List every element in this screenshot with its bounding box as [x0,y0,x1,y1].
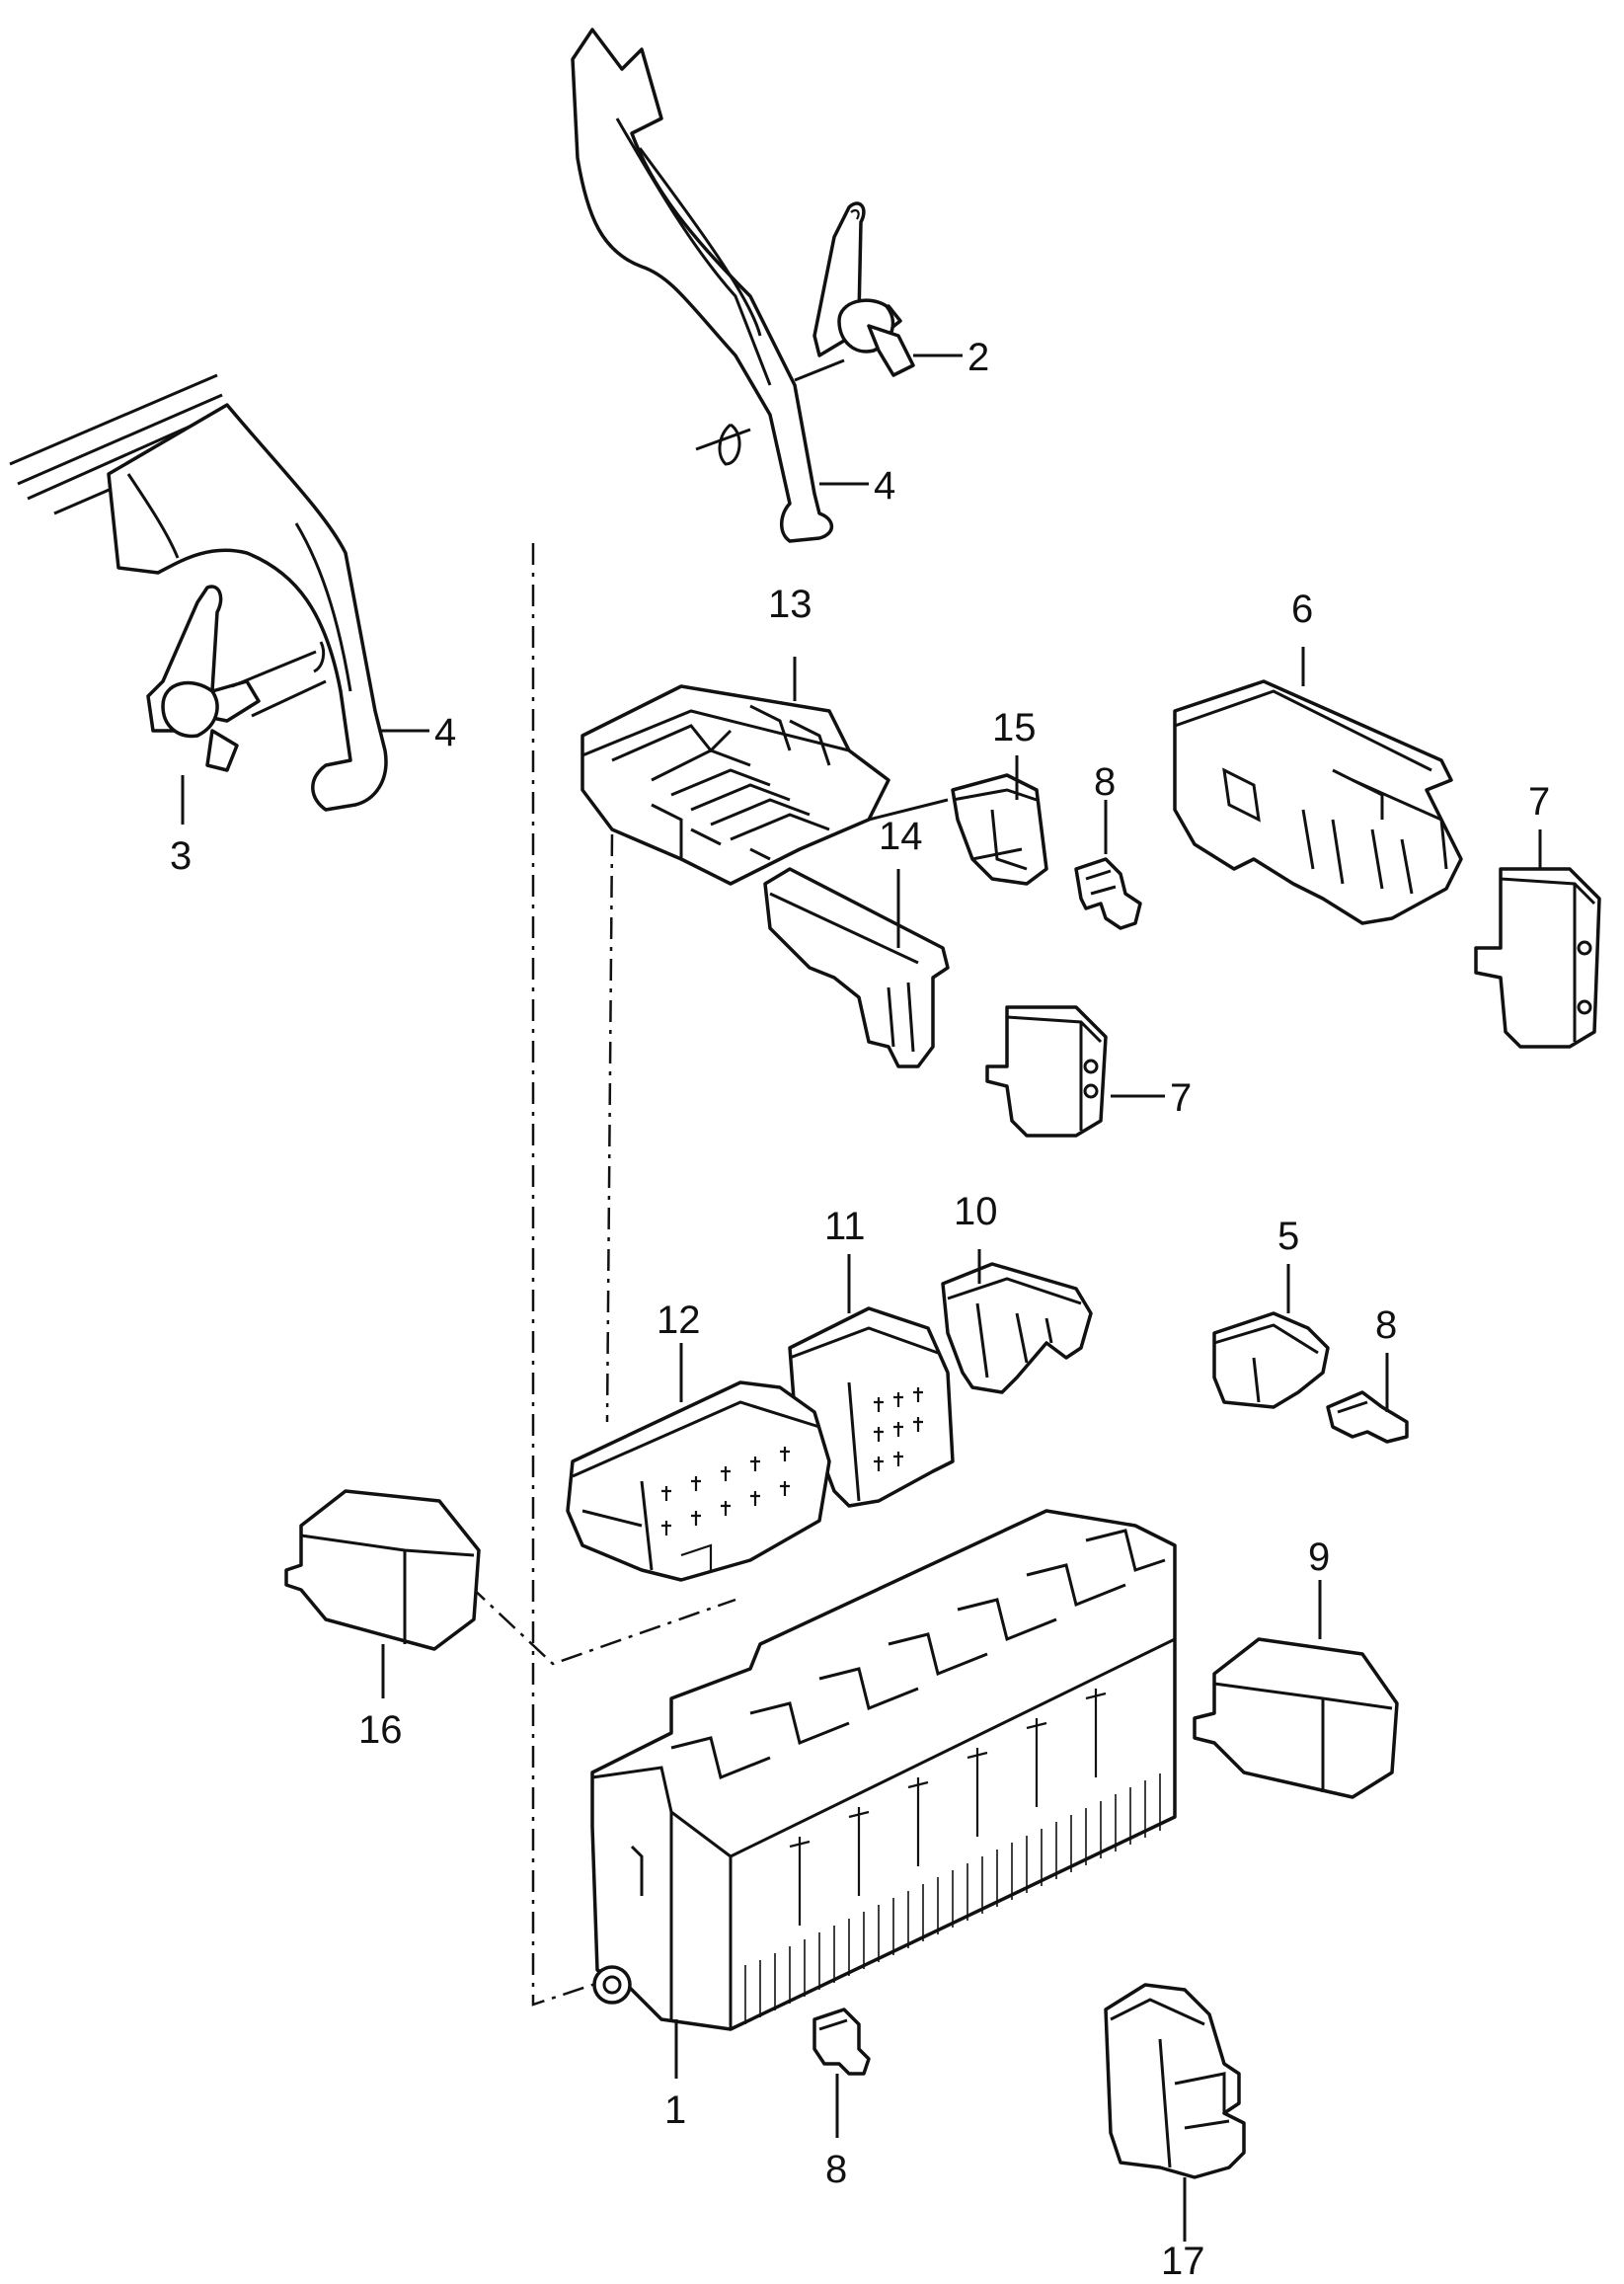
callout-12: 12 [657,1299,701,1342]
callout-10: 10 [954,1190,998,1233]
callout-7a: 7 [1528,780,1550,824]
relay-housing-6 [1173,679,1463,925]
upper-clip-part [794,201,915,382]
assembly-line-mid [468,1584,736,1666]
callout-8c: 8 [825,2148,847,2191]
callout-6: 6 [1291,588,1313,631]
callout-15: 15 [992,706,1037,749]
relay-16 [284,1489,481,1651]
relay-socket-13 [580,684,949,886]
callout-8b: 8 [1375,1303,1397,1347]
connector-5 [1212,1311,1330,1409]
callout-2: 2 [967,336,989,379]
callout-14: 14 [879,815,923,858]
callout-11: 11 [824,1205,866,1248]
callout-4b: 4 [434,711,456,754]
connector-14 [763,867,950,1068]
assembly-line-connector [605,833,614,1423]
callout-7b: 7 [1170,1076,1192,1120]
callout-13: 13 [768,583,812,626]
callout-17: 17 [1161,2240,1205,2283]
terminal-8-bottom [812,2008,871,2076]
connector-block-12 [566,1380,831,1582]
callout-4a: 4 [874,464,895,508]
callout-8a: 8 [1094,760,1116,804]
upper-bracket-part [571,28,834,543]
connector-cap-17 [1104,1983,1246,2179]
relay-9 [1193,1637,1399,1799]
callout-5: 5 [1277,1215,1299,1258]
callout-1: 1 [664,2088,686,2132]
terminal-8-mid [1326,1390,1409,1444]
callout-labels: 2 4 4 3 13 15 8 14 6 7 7 10 11 5 8 12 16… [170,336,1550,2283]
housing-clip-10 [941,1262,1093,1394]
relay-carrier-1 [590,1509,1177,2031]
left-bracket-part [9,373,388,812]
callout-9: 9 [1308,1536,1330,1579]
contact-15 [951,773,1048,886]
leader-lines [181,354,1542,2242]
terminal-8-upper [1074,857,1142,930]
fuse-7-upper [1474,867,1601,1049]
assembly-line-left [531,543,608,2007]
callout-3: 3 [170,834,192,878]
fuse-7-lower [985,1005,1108,1138]
callout-16: 16 [358,1708,403,1752]
left-clip-part [146,585,327,772]
